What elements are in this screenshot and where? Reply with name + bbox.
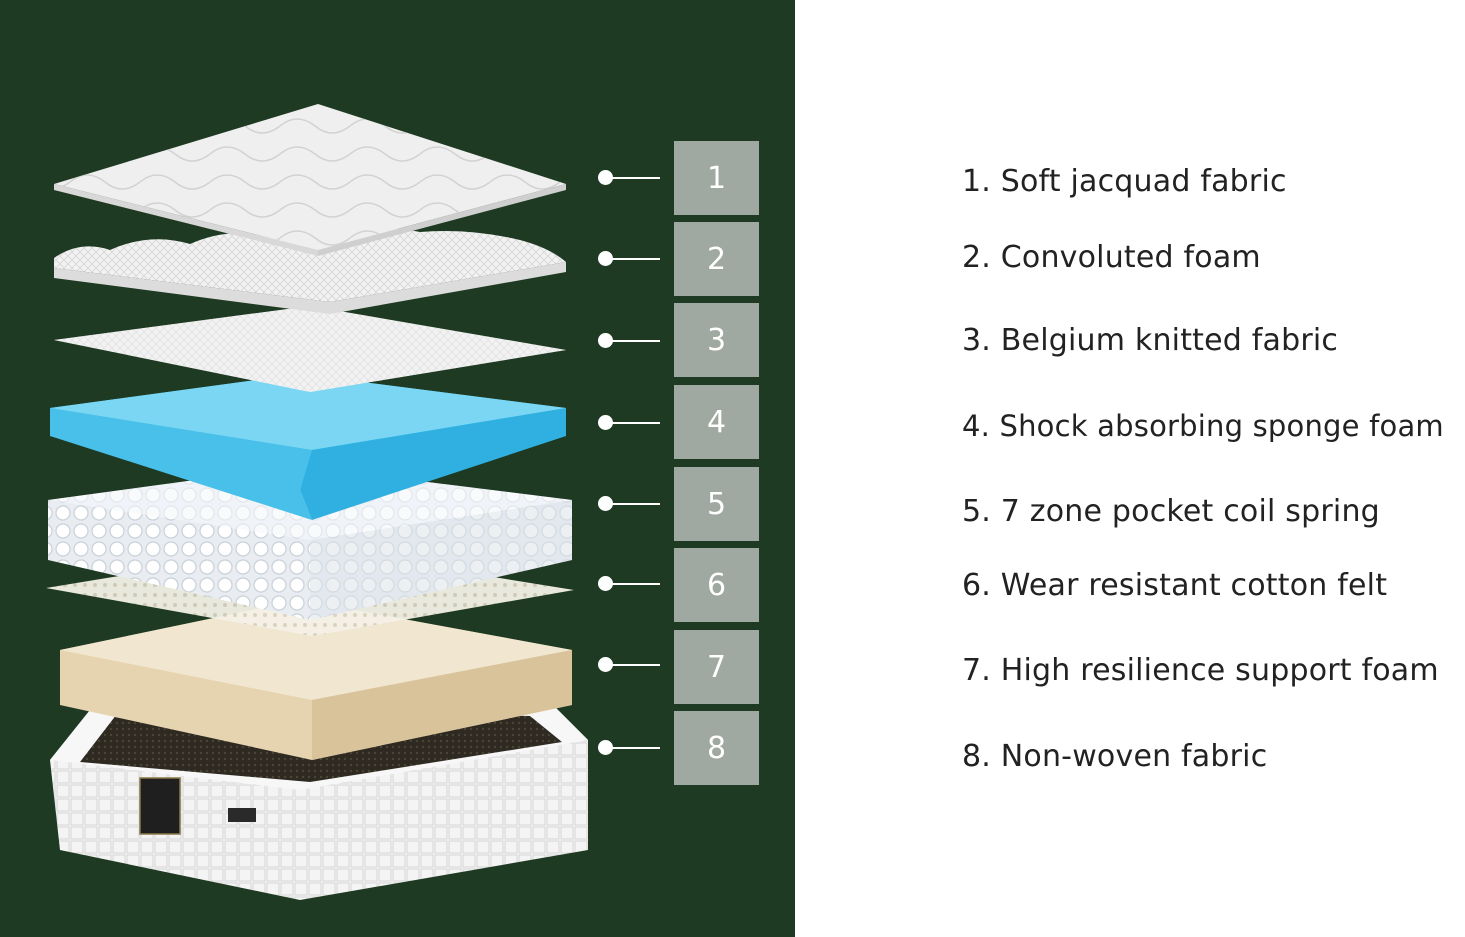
layer-badge-6: 6	[674, 548, 759, 622]
legend-item-3: 3. Belgium knitted fabric	[962, 323, 1339, 358]
legend-item-6: 6. Wear resistant cotton felt	[962, 568, 1388, 603]
layer-badge-5: 5	[674, 467, 759, 541]
support-foam-layer	[60, 600, 572, 760]
connector-5	[598, 496, 660, 512]
legend-item-4: 4. Shock absorbing sponge foam	[962, 409, 1444, 443]
quilted-fabric-layer	[54, 104, 566, 256]
layer-badge-2: 2	[674, 222, 759, 296]
knitted-fabric-layer	[54, 306, 566, 392]
connector-4	[598, 415, 660, 431]
connector-3	[598, 333, 660, 349]
layer-badge-7: 7	[674, 630, 759, 704]
legend-item-2: 2. Convoluted foam	[962, 240, 1261, 275]
layer-badge-4: 4	[674, 385, 759, 459]
connector-1	[598, 170, 660, 186]
layer-badge-8: 8	[674, 711, 759, 785]
connector-8	[598, 740, 660, 756]
legend-item-8: 8. Non-woven fabric	[962, 739, 1268, 774]
layer-badge-3: 3	[674, 303, 759, 377]
connector-7	[598, 657, 660, 673]
legend-item-1: 1. Soft jacquad fabric	[962, 164, 1287, 199]
legend-item-5: 5. 7 zone pocket coil spring	[962, 494, 1380, 529]
connector-2	[598, 251, 660, 267]
connector-6	[598, 576, 660, 592]
mattress-exploded-view	[0, 0, 795, 937]
convoluted-foam-layer	[54, 227, 566, 314]
layer-badge-1: 1	[674, 141, 759, 215]
mattress-illustration-panel: 1 2 3 4 5 6 7 8	[0, 0, 795, 937]
legend-item-7: 7. High resilience support foam	[962, 653, 1439, 688]
sponge-foam-layer	[50, 374, 566, 520]
